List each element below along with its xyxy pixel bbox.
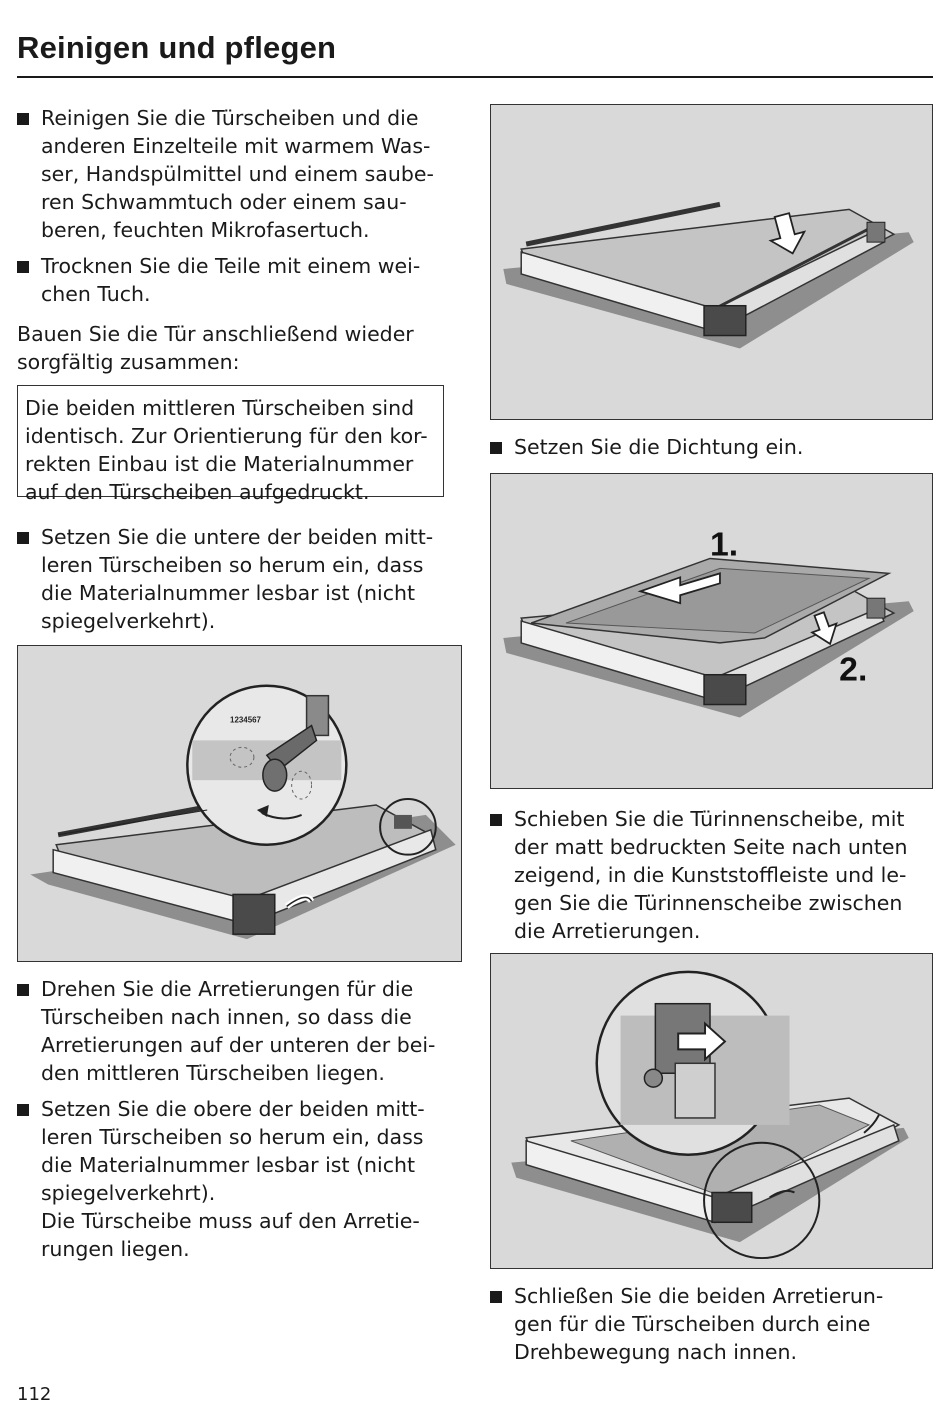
material-number-label: 1234567	[230, 716, 261, 725]
figure-slide-inner-pane: 1. 2.	[490, 473, 933, 789]
instruction-dry-parts: Trocknen Sie die Teile mit einem wei- ch…	[17, 252, 481, 308]
page-title: Reinigen und pflegen	[17, 30, 337, 65]
figure-close-locks	[490, 953, 933, 1269]
instruction-close-locks: Schließen Sie die beiden Arretierun- gen…	[490, 1282, 950, 1366]
instruction-rotate-locks-inward: Drehen Sie die Arretierungen für die Tür…	[17, 975, 481, 1087]
note-box: Die beiden mittleren Türscheiben sind id…	[17, 385, 444, 504]
instruction-insert-upper-pane: Setzen Sie die obere der beiden mitt- le…	[17, 1095, 481, 1263]
title-rule	[17, 76, 933, 78]
step-2-label: 2.	[839, 651, 867, 689]
instruction-insert-seal: Setzen Sie die Dichtung ein.	[490, 433, 950, 461]
reassemble-intro: Bauen Sie die Tür anschließend wieder so…	[17, 322, 414, 374]
step-1-label: 1.	[710, 525, 738, 563]
figure-insert-seal	[490, 104, 933, 420]
instruction-clean-panes: Reinigen Sie die Türscheiben und die and…	[17, 104, 481, 244]
page-number: 112	[17, 1384, 52, 1405]
figure-lower-pane-locks: 1234567	[17, 645, 462, 962]
instruction-slide-inner-pane: Schieben Sie die Türinnenscheibe, mit de…	[490, 805, 950, 945]
instruction-insert-lower-pane: Setzen Sie die untere der beiden mitt- l…	[17, 523, 481, 635]
